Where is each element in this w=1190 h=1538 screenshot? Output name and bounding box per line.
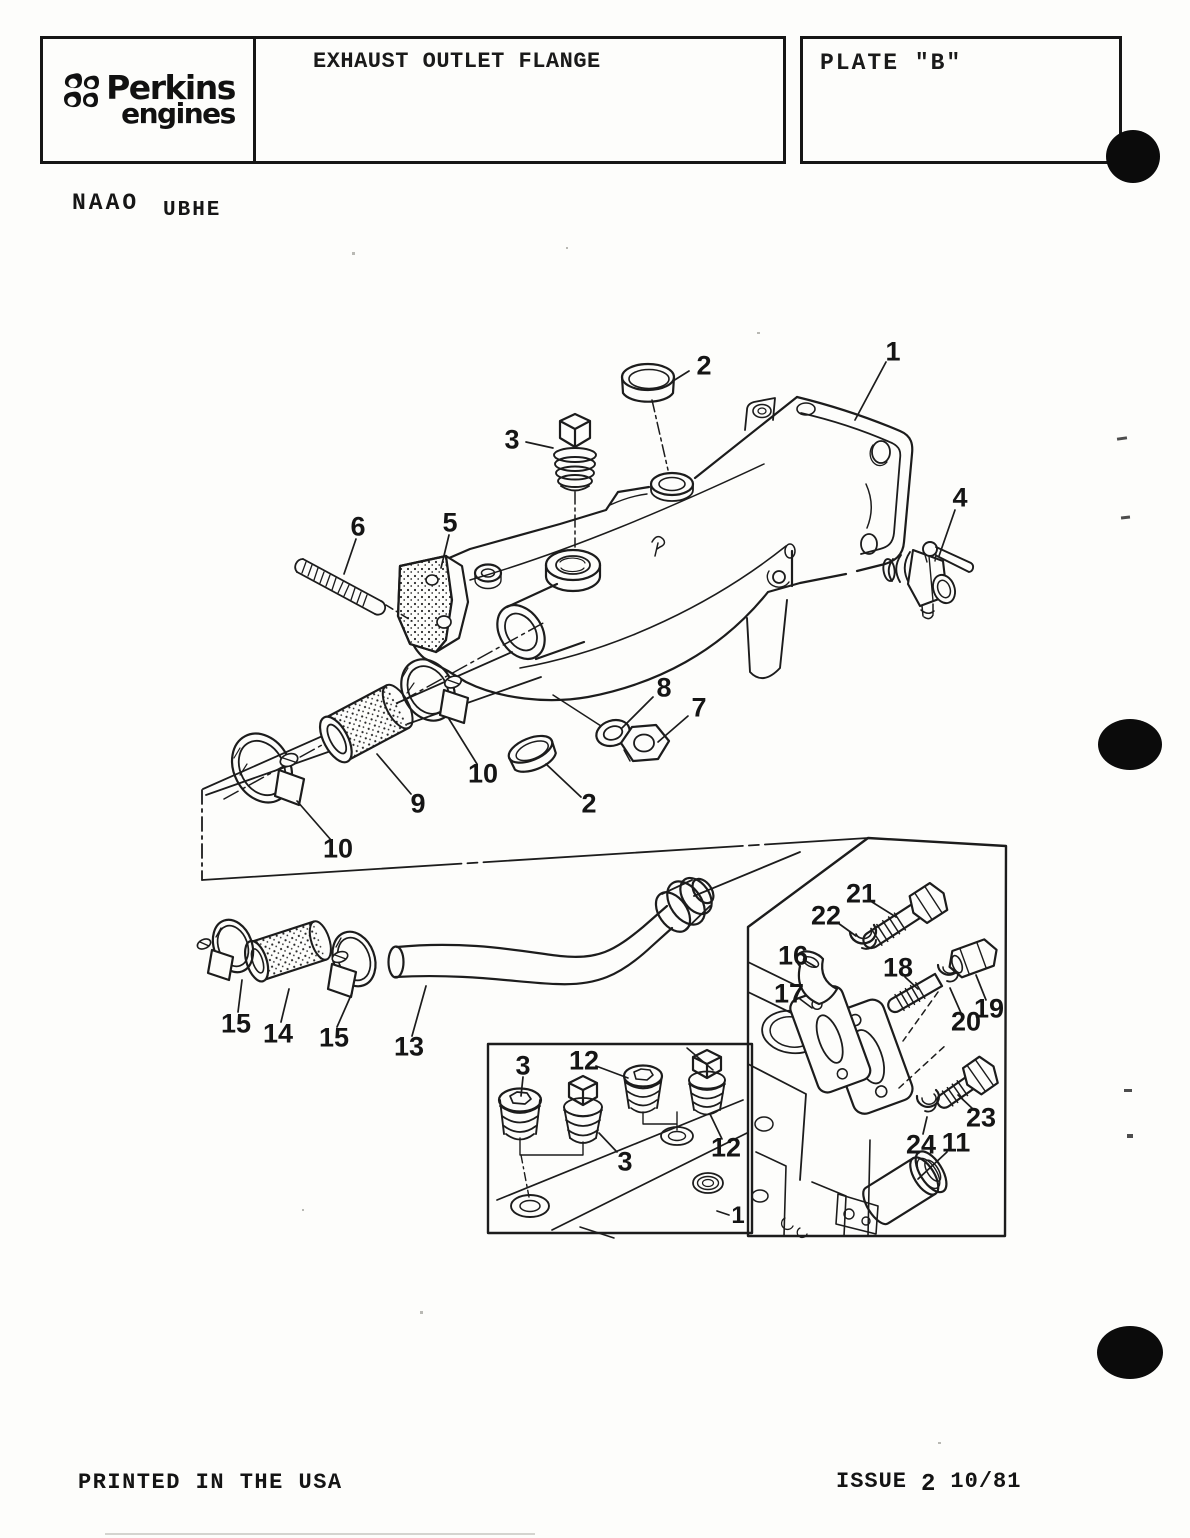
perkins-logo: Perkins engines <box>61 68 236 131</box>
part-10-hose-clip-upper <box>400 658 470 725</box>
part-3-plug-top <box>553 412 597 548</box>
part-9-sleeve <box>318 683 414 764</box>
part-1-exhaust-flange-body <box>405 395 914 702</box>
scan-speck <box>938 1442 941 1444</box>
punch-hole-middle <box>1098 719 1162 770</box>
scan-speck <box>302 1209 304 1211</box>
part-2-plug-lower <box>507 734 557 773</box>
callout-15b: 15 <box>318 1022 350 1053</box>
callout-19: 19 <box>973 993 1005 1024</box>
callout-11: 11 <box>941 1127 971 1158</box>
logo-line-1: Perkins <box>106 68 236 108</box>
callout-13: 13 <box>393 1031 425 1062</box>
scan-speck <box>420 1311 423 1314</box>
logo-text: Perkins engines <box>106 68 236 131</box>
callout-7: 7 <box>691 692 707 723</box>
part-3-plug-square-b <box>563 1074 603 1144</box>
footer-printed-in: PRINTED IN THE USA <box>78 1470 343 1495</box>
issue-number: 2 <box>921 1471 937 1498</box>
callout-21: 21 <box>845 878 877 909</box>
part-24-spring-washer <box>915 1088 941 1113</box>
perkins-quatrefoil-icon <box>64 73 100 108</box>
model-code-ubhe: UBHE <box>163 199 222 222</box>
issue-label: ISSUE <box>836 1469 908 1494</box>
part-21-bolt <box>862 881 949 950</box>
callout-17: 17 <box>773 978 805 1009</box>
callout-2b: 2 <box>581 788 597 819</box>
part-5-bracket <box>396 554 470 654</box>
part-2-plug-top <box>620 362 676 471</box>
part-12-plug-square-d <box>688 1048 726 1116</box>
callout-22: 22 <box>810 900 842 931</box>
detail-box-plugs <box>486 1042 754 1239</box>
detail-panel-mounting <box>746 836 1008 1239</box>
callout-leader-lines <box>237 361 987 1216</box>
callout-10a: 10 <box>467 758 499 789</box>
punch-hole-top <box>1106 130 1160 183</box>
callout-12b: 12 <box>710 1132 742 1163</box>
part-8-washer <box>595 718 631 748</box>
callout-18: 18 <box>882 952 914 983</box>
callout-9: 9 <box>410 788 426 819</box>
part-18-setscrew <box>887 972 944 1014</box>
callout-16: 16 <box>777 940 809 971</box>
scan-speck <box>566 247 568 249</box>
part-10-hose-clip-lower <box>230 732 306 807</box>
callout-23: 23 <box>965 1102 997 1133</box>
scan-speck <box>352 252 355 255</box>
part-16-elbow <box>795 950 839 1006</box>
scan-edge-mark <box>1127 1134 1133 1138</box>
issue-date: 10/81 <box>950 1469 1022 1494</box>
callout-3c: 3 <box>617 1146 633 1177</box>
scan-edge-mark <box>1124 1089 1132 1092</box>
part-19-nut <box>948 938 998 979</box>
page-title: EXHAUST OUTLET FLANGE <box>313 49 601 74</box>
callout-3b: 3 <box>515 1050 531 1081</box>
callout-24: 24 <box>905 1129 937 1160</box>
part-23-bolt <box>936 1055 999 1109</box>
scan-speck <box>757 332 760 334</box>
part-13-pipe <box>387 876 715 986</box>
plate-box: PLATE "B" <box>800 36 1122 164</box>
part-3-plug-socket-a <box>497 1087 543 1141</box>
callout-3: 3 <box>504 424 520 455</box>
callout-4: 4 <box>952 482 968 513</box>
callout-2: 2 <box>696 350 712 381</box>
part-12-plug-socket-c <box>622 1064 664 1114</box>
callout-10b: 10 <box>322 833 354 864</box>
part-6-stud <box>294 558 413 622</box>
logo-cell: Perkins engines <box>43 39 256 161</box>
callout-12a: 12 <box>568 1045 600 1076</box>
part-7-nut <box>619 723 671 763</box>
callout-15a: 15 <box>220 1008 252 1039</box>
part-11-adapter <box>862 1150 948 1226</box>
footer-issue: ISSUE 2 10/81 <box>836 1469 1022 1498</box>
model-code-naao: NAAO <box>72 190 140 216</box>
part-22-spring-washer <box>848 923 878 950</box>
part-15-clip-right <box>326 930 377 999</box>
part-14-hose <box>244 920 332 983</box>
punch-hole-bottom <box>1097 1326 1163 1379</box>
plate-label: PLATE "B" <box>820 50 963 76</box>
title-block: Perkins engines EXHAUST OUTLET FLANGE <box>40 36 786 164</box>
callout-1: 1 <box>885 336 901 367</box>
callout-14: 14 <box>262 1018 294 1049</box>
callout-8: 8 <box>656 672 672 703</box>
callout-5: 5 <box>442 507 458 538</box>
callout-20: 20 <box>950 1006 982 1037</box>
callout-1b: 1 <box>731 1202 745 1229</box>
scan-bottom-edge <box>105 1533 535 1535</box>
logo-line-2: engines <box>121 97 236 131</box>
part-4-drain-tap <box>882 541 975 620</box>
callout-6: 6 <box>350 511 366 542</box>
part-15-clip-left <box>196 918 255 982</box>
title-cell: EXHAUST OUTLET FLANGE <box>256 39 783 161</box>
